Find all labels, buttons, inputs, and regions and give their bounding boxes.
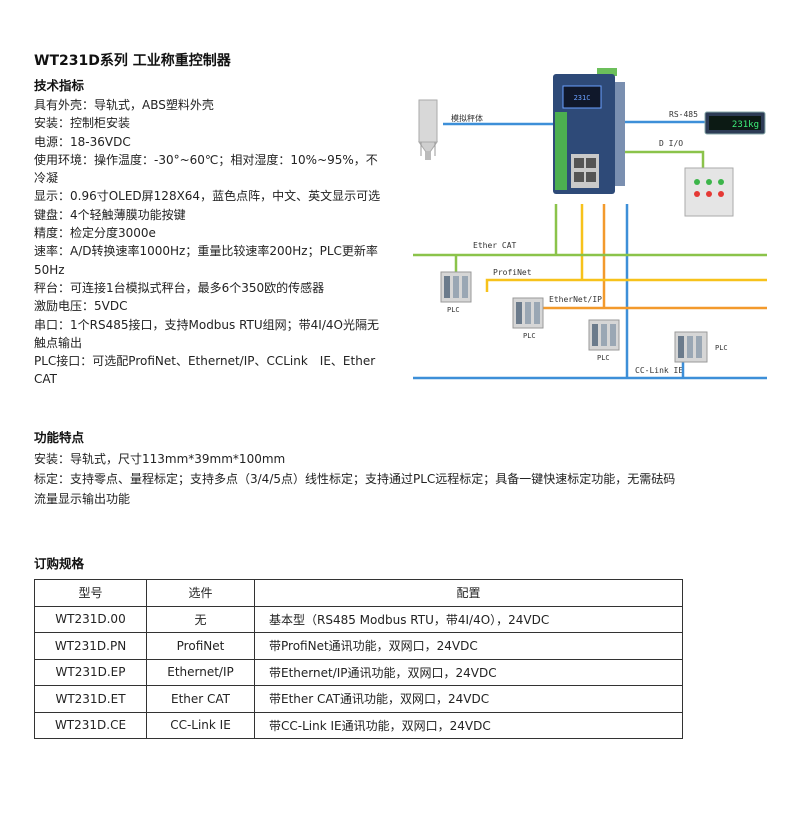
connection-diagram: 模拟秤体 231C RS-485 231kg D I/O Ether CAT P…	[413, 68, 767, 380]
dio-label: D I/O	[659, 139, 683, 148]
config-cell: 带Ether CAT通讯功能，双网口，24VDC	[254, 685, 683, 713]
ethernetip-label: EtherNet/IP	[549, 295, 602, 304]
order-heading: 订购规格	[34, 556, 85, 571]
spec-list: 具有外壳：导轨式，ABS塑料外壳 安装：控制柜安装 电源：18-36VDC 使用…	[34, 96, 386, 389]
feature-list: 安装：导轨式，尺寸113mm*39mm*100mm 标定：支持零点、量程标定；支…	[34, 449, 764, 509]
tech-specs-heading: 技术指标	[34, 78, 85, 93]
spec-serial: 串口：1个RS485接口，支持Modbus RTU组网；带4I/4O光隔无触点输…	[34, 317, 379, 350]
table-row: WT231D.EP Ethernet/IP 带Ethernet/IP通讯功能，双…	[34, 658, 683, 686]
spec-display: 显示：0.96寸OLED屏128X64，蓝色点阵，中文、英文显示可选	[34, 189, 381, 204]
wt231d-device-image: 231C	[553, 68, 625, 194]
plc-ethernetip-image	[588, 319, 620, 351]
column-header-option: 选件	[146, 579, 255, 607]
config-cell: 带Ethernet/IP通讯功能，双网口，24VDC	[254, 658, 683, 686]
plc-profinet-image	[512, 297, 544, 329]
weight-display-value: 231kg	[732, 120, 759, 130]
option-cell: 无	[146, 605, 255, 633]
cclink-label: CC-Link IE	[635, 366, 683, 375]
dio-box-image	[684, 167, 734, 217]
model-cell: WT231D.PN	[34, 632, 147, 660]
spec-environment: 使用环境：操作温度：-30°~60℃；相对湿度：10%~95%，不冷凝	[34, 152, 378, 186]
scale-silo-icon	[418, 99, 438, 160]
column-header-config: 配置	[254, 579, 683, 607]
table-row: WT231D.00 无 基本型（RS485 Modbus RTU，带4I/4O）…	[34, 605, 683, 633]
feature-flow: 流量显示输出功能	[34, 492, 131, 506]
plc-label-3: PLC	[597, 354, 610, 362]
config-cell: 基本型（RS485 Modbus RTU，带4I/4O），24VDC	[254, 605, 683, 633]
config-cell: 带ProfiNet通讯功能，双网口，24VDC	[254, 632, 683, 660]
table-row: WT231D.CE CC-Link IE 带CC-Link IE通讯功能，双网口…	[34, 711, 683, 739]
profinet-label: ProfiNet	[493, 268, 532, 277]
spec-installation: 安装：控制柜安装	[34, 116, 131, 131]
spec-keyboard: 键盘：4个轻触薄膜功能按键	[34, 207, 186, 222]
plc-label-4: PLC	[715, 344, 728, 352]
table-header-row: 型号 选件 配置	[34, 579, 683, 607]
option-cell: Ethernet/IP	[146, 658, 255, 686]
page-title: WT231D系列 工业称重控制器	[34, 53, 231, 69]
config-cell: 带CC-Link IE通讯功能，双网口，24VDC	[254, 711, 683, 739]
plc-cclink-image	[674, 331, 708, 363]
model-cell: WT231D.CE	[34, 711, 147, 739]
spec-excitation: 激励电压：5VDC	[34, 299, 128, 314]
model-cell: WT231D.00	[34, 605, 147, 633]
plc-label-1: PLC	[447, 306, 460, 314]
spec-platform: 秤台：可连接1台模拟式秤台，最多6个350欧的传感器	[34, 280, 325, 295]
model-cell: WT231D.EP	[34, 658, 147, 686]
spec-accuracy: 精度：检定分度3000e	[34, 226, 156, 241]
plc-label-2: PLC	[523, 332, 536, 340]
ethercat-label: Ether CAT	[473, 241, 517, 250]
feature-calibration: 标定：支持零点、量程标定；支持多点（3/4/5点）线性标定；支持通过PLC远程标…	[34, 472, 676, 486]
device-display-text: 231C	[574, 94, 591, 102]
plc-ethercat-image	[440, 271, 472, 303]
features-heading: 功能特点	[34, 430, 85, 445]
option-cell: Ether CAT	[146, 685, 255, 713]
spec-plc: PLC接口：可选配ProfiNet、Ethernet/IP、CCLink IE、…	[34, 354, 376, 387]
table-row: WT231D.ET Ether CAT 带Ether CAT通讯功能，双网口，2…	[34, 685, 683, 713]
option-cell: CC-Link IE	[146, 711, 255, 739]
spec-power: 电源：18-36VDC	[34, 134, 131, 149]
rs485-label: RS-485	[669, 110, 698, 119]
order-table: 型号 选件 配置 WT231D.00 无 基本型（RS485 Modbus RT…	[34, 579, 683, 739]
spec-rate: 速率：A/D转换速率1000Hz；重量比较速率200Hz；PLC更新率50Hz	[34, 244, 378, 277]
model-cell: WT231D.ET	[34, 685, 147, 713]
spec-housing: 具有外壳：导轨式，ABS塑料外壳	[34, 98, 214, 112]
table-row: WT231D.PN ProfiNet 带ProfiNet通讯功能，双网口，24V…	[34, 632, 683, 660]
option-cell: ProfiNet	[146, 632, 255, 660]
column-header-model: 型号	[34, 579, 147, 607]
feature-install: 安装：导轨式，尺寸113mm*39mm*100mm	[34, 452, 286, 466]
scale-label: 模拟秤体	[451, 113, 483, 123]
